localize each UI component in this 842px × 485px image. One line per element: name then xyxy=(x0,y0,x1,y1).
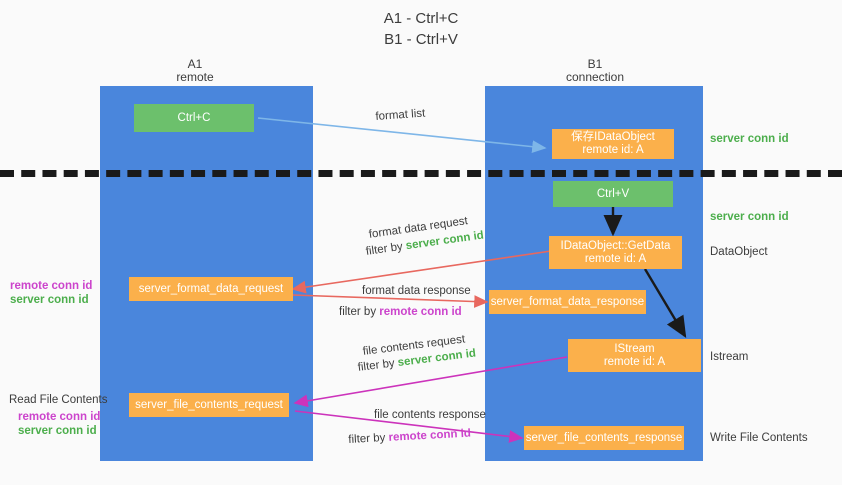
remote-conn-id-text-1: remote conn id xyxy=(379,306,462,318)
label-filter-by-remote-conn-id-2: filter by remote conn id xyxy=(348,427,471,447)
box-istream-line1: IStream xyxy=(614,342,655,355)
box-idataobject-getdata-line2: remote id: A xyxy=(584,252,647,265)
box-idataobject-getdata[interactable]: IDataObject::GetData remote id: A xyxy=(549,236,682,269)
label-filter-by-remote-conn-id-1: filter by remote conn id xyxy=(339,305,462,319)
lane-b1-name: B1 xyxy=(587,57,603,71)
box-server-format-data-request-label: server_format_data_request xyxy=(138,282,284,295)
left-label-remote-conn-id-2: remote conn id xyxy=(18,411,101,423)
box-istream-line2: remote id: A xyxy=(603,355,666,368)
lane-header-a1: A1 remote xyxy=(120,58,270,84)
page-title: A1 - Ctrl+C B1 - Ctrl+V xyxy=(0,8,842,50)
left-label-server-conn-id-2: server conn id xyxy=(18,425,97,437)
lane-header-b1: B1 connection xyxy=(520,58,670,84)
title-line-2: B1 - Ctrl+V xyxy=(384,31,458,48)
lane-a1-sub: remote xyxy=(176,70,214,84)
box-store-idataobject-line1: 保存IDataObject xyxy=(571,131,655,143)
left-label-read-file-contents: Read File Contents xyxy=(9,394,108,406)
right-label-dataobject: DataObject xyxy=(710,246,768,258)
right-label-server-conn-id-top: server conn id xyxy=(710,133,789,145)
left-label-server-conn-id-1: server conn id xyxy=(10,294,89,306)
box-store-idataobject[interactable]: 保存IDataObject remote id: A xyxy=(552,129,674,159)
box-store-idataobject-line2: remote id: A xyxy=(582,144,644,156)
remote-conn-id-text-2: remote conn id xyxy=(388,427,472,444)
box-istream[interactable]: IStream remote id: A xyxy=(568,339,701,372)
box-server-file-contents-response[interactable]: server_file_contents_response xyxy=(524,426,684,450)
label-file-contents-response: file contents response xyxy=(374,409,486,421)
lane-a1-name: A1 xyxy=(187,57,203,71)
filter-by-text-2: filter by xyxy=(339,306,380,318)
box-ctrl-c[interactable]: Ctrl+C xyxy=(134,104,254,132)
box-ctrl-v-label: Ctrl+V xyxy=(596,187,630,200)
label-format-data-response: format data response xyxy=(362,285,471,297)
box-server-format-data-response[interactable]: server_format_data_response xyxy=(489,290,646,314)
label-format-list: format list xyxy=(375,107,426,123)
box-server-file-contents-response-label: server_file_contents_response xyxy=(525,431,683,444)
left-label-remote-conn-id-1: remote conn id xyxy=(10,280,93,292)
filter-by-text-4: filter by xyxy=(348,431,389,446)
filter-by-text-1: filter by xyxy=(365,240,407,258)
box-idataobject-getdata-line1: IDataObject::GetData xyxy=(560,239,671,252)
filter-by-text-3: filter by xyxy=(357,357,399,374)
phase-divider xyxy=(0,170,842,177)
right-label-server-conn-id-mid: server conn id xyxy=(710,211,789,223)
lane-b1-sub: connection xyxy=(565,70,625,84)
box-server-format-data-request[interactable]: server_format_data_request xyxy=(129,277,293,301)
title-line-1: A1 - Ctrl+C xyxy=(383,10,459,27)
right-label-istream: Istream xyxy=(710,351,749,363)
box-server-file-contents-request[interactable]: server_file_contents_request xyxy=(129,393,289,417)
box-ctrl-v[interactable]: Ctrl+V xyxy=(553,181,673,207)
box-server-format-data-response-label: server_format_data_response xyxy=(490,295,645,308)
right-label-write-file-contents: Write File Contents xyxy=(710,432,808,444)
box-ctrl-c-label: Ctrl+C xyxy=(177,111,211,124)
box-server-file-contents-request-label: server_file_contents_request xyxy=(135,398,283,411)
